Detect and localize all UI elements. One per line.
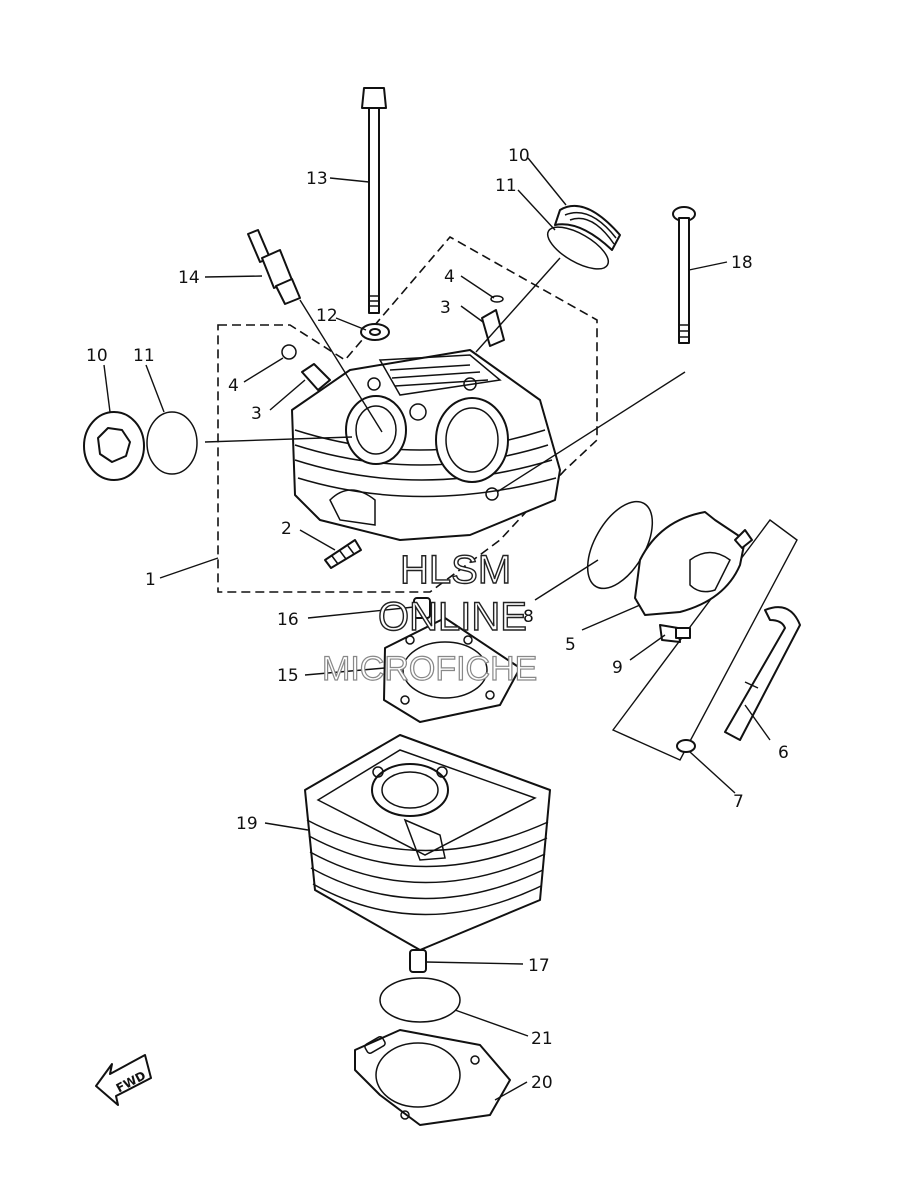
callout-17: 17 (528, 956, 550, 976)
cylinder-19 (304, 734, 551, 951)
head-gasket-15 (383, 617, 521, 723)
o-ring-11-left (146, 411, 198, 475)
dowel-17 (409, 949, 427, 973)
watermark-line-1: HLSM (400, 548, 511, 592)
callout-18: 18 (731, 253, 753, 273)
watermark: HLSM ONLINE MICROFICHE (321, 547, 538, 688)
o-ring-11-top (546, 226, 610, 270)
plug-10-top (554, 205, 621, 251)
cylinder-head-assembly-outline (217, 235, 598, 593)
valve-guide-3-right (481, 309, 505, 347)
plug-10-left (83, 411, 145, 481)
callout-3-left: 3 (251, 404, 262, 424)
bolt-13 (361, 87, 387, 314)
callout-19: 19 (236, 814, 258, 834)
callout-1: 1 (145, 570, 156, 590)
callout-2: 2 (281, 519, 292, 539)
callout-6: 6 (778, 743, 789, 763)
washer-12 (360, 323, 390, 341)
callout-15: 15 (277, 666, 299, 686)
callout-16: 16 (277, 610, 299, 630)
callout-7: 7 (733, 792, 744, 812)
callout-5: 5 (565, 635, 576, 655)
callout-12: 12 (316, 306, 338, 326)
watermark-line-2: ONLINE (378, 595, 527, 639)
cylinder-head-1 (291, 349, 561, 541)
o-ring-21 (379, 977, 461, 1023)
callout-14: 14 (178, 268, 200, 288)
clip-4-right (490, 295, 504, 303)
callout-13: 13 (306, 169, 328, 189)
screw-9 (659, 624, 691, 643)
callout-21: 21 (531, 1029, 553, 1049)
base-gasket-20 (354, 1029, 511, 1126)
valve-guide-3-left (301, 363, 331, 391)
dowel-16 (413, 597, 431, 619)
callout-4-right: 4 (444, 267, 455, 287)
fwd-arrow-icon: FWD (95, 1054, 152, 1106)
o-ring-4-left (281, 344, 297, 360)
callout-3-right: 3 (440, 298, 451, 318)
callout-10-left: 10 (86, 346, 108, 366)
callout-20: 20 (531, 1073, 553, 1093)
callout-9: 9 (612, 658, 623, 678)
callout-8: 8 (523, 607, 534, 627)
callout-11-top: 11 (495, 176, 517, 196)
stud-2 (324, 539, 362, 569)
callout-labels: 1 2 3 3 4 4 5 6 7 8 9 10 10 11 11 12 13 … (86, 146, 789, 1093)
watermark-line-3: MICROFICHE (322, 650, 537, 688)
leader-lines (103, 157, 771, 1101)
callout-10-top: 10 (508, 146, 530, 166)
hose-6 (724, 606, 801, 741)
callout-4-left: 4 (228, 376, 239, 396)
clamp-7 (676, 739, 696, 753)
spark-plug-14 (247, 229, 301, 305)
bolt-18 (672, 206, 696, 344)
reed-valve-cover-5 (634, 511, 753, 616)
callout-11-left: 11 (133, 346, 155, 366)
